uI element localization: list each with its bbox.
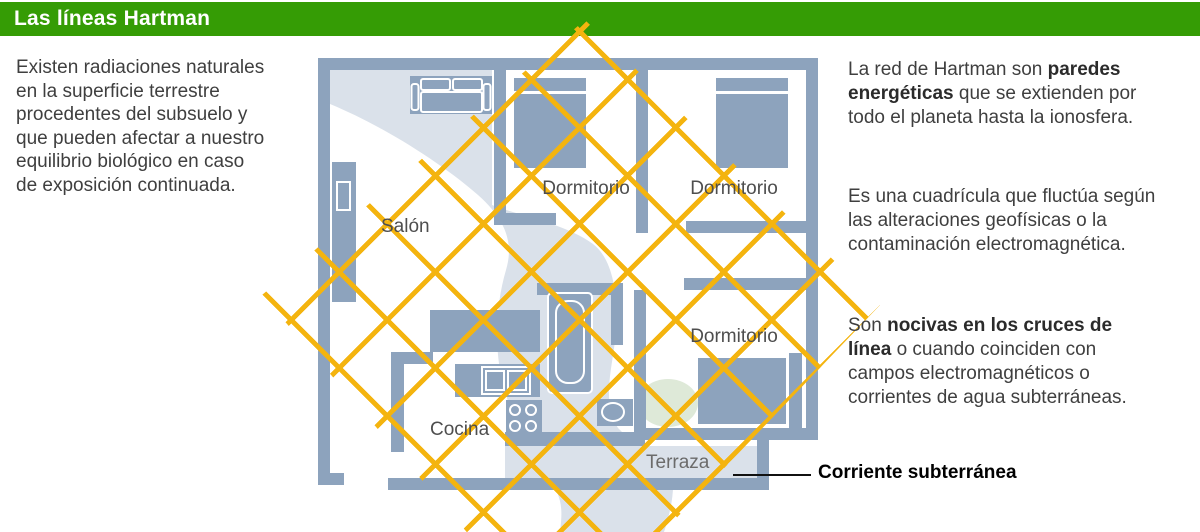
wall-left-foot <box>318 473 344 485</box>
page-title: Las líneas Hartman <box>14 7 211 30</box>
annotation-label: Corriente subterránea <box>818 462 1017 483</box>
annotation-connector-line <box>733 474 811 476</box>
paragraph-harmful-crossings: Son nocivas en los cruces de línea o cua… <box>848 315 1127 408</box>
header-bar: Las líneas Hartman <box>0 2 1200 36</box>
room-label-bedroom-right: Dormitorio <box>690 178 778 199</box>
room-label-bedroom-top: Dormitorio <box>542 178 630 199</box>
sofa <box>410 76 492 114</box>
room-label-kitchen: Cocina <box>430 419 490 440</box>
intro-paragraph: Existen radiaciones naturales en la supe… <box>16 57 265 196</box>
room-label-bedroom-bottom: Dormitorio <box>690 326 778 347</box>
paragraph-grid-fluctuation: Es una cuadrícula que fluctúa según las … <box>848 186 1156 255</box>
room-label-terrace: Terraza <box>646 452 710 473</box>
wall-terrace-right <box>757 440 769 490</box>
bed-top-right <box>716 78 788 168</box>
room-label-salon: Salón <box>381 216 430 237</box>
paragraph-hartman-network: La red de Hartman son paredes energética… <box>848 59 1137 128</box>
